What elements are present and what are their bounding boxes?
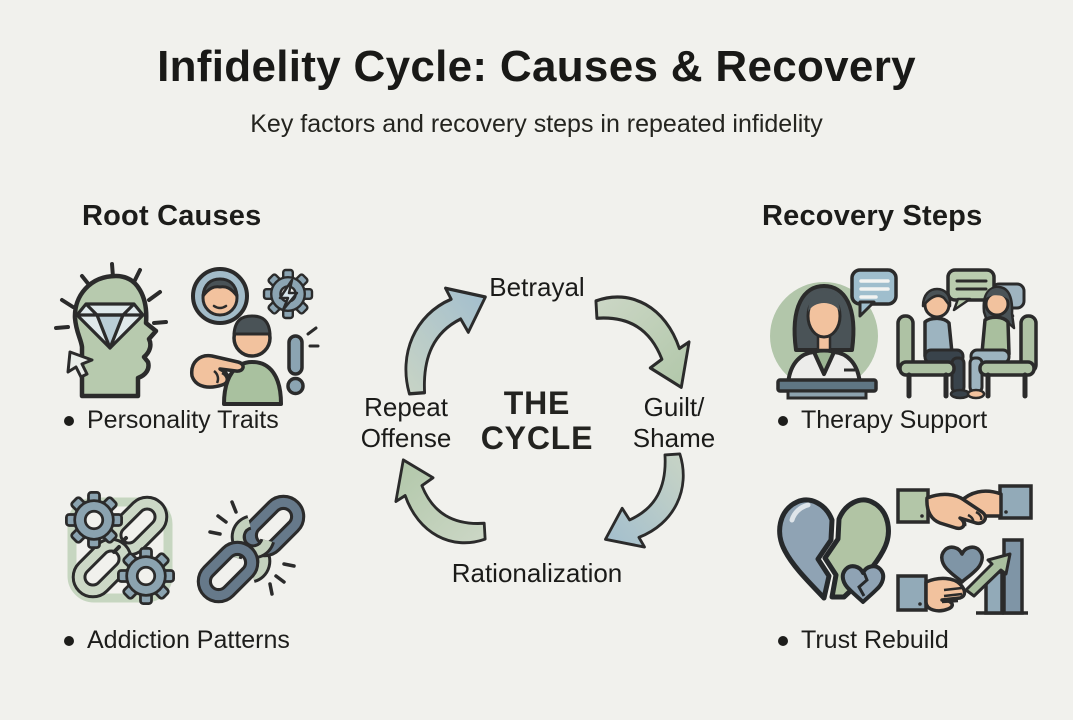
cycle-center-line: CYCLE [480, 420, 594, 457]
bullet-label: Therapy Support [801, 406, 988, 434]
therapist-icon [764, 256, 900, 400]
gears-chain-icon [50, 476, 186, 618]
cycle-arrow-rationalization-to-repeat [394, 458, 487, 545]
root-causes-item-1: Personality Traits [64, 406, 279, 435]
bullet-dot [64, 415, 74, 426]
bullet-dot [64, 635, 74, 646]
root-causes-heading: Root Causes [82, 200, 262, 232]
recovery-steps-item-1: Therapy Support [778, 406, 987, 435]
page-title: Infidelity Cycle: Causes & Recovery [157, 42, 916, 91]
handshake-trust-icon [896, 476, 1034, 620]
cycle-stage-line: Offense [360, 422, 452, 453]
person-gear-alert-icon [184, 256, 320, 406]
cycle-stage-line: Repeat [364, 392, 448, 422]
bullet-label: Addiction Patterns [87, 626, 290, 654]
bullet-dot [778, 415, 788, 426]
bullet-label: Personality Traits [87, 406, 279, 434]
bullet-dot [778, 635, 788, 646]
broken-heart-icon [766, 478, 900, 618]
cycle-arrow-betrayal-to-guilt [594, 295, 691, 389]
mind-diamond-icon [46, 252, 184, 402]
cycle-stage-line: Guilt/ [643, 392, 705, 422]
broken-chain-icon [186, 476, 318, 618]
cycle-stage-rationalization: Rationalization [451, 558, 623, 588]
root-causes-item-2: Addiction Patterns [64, 626, 290, 655]
bullet-label: Trust Rebuild [801, 626, 949, 654]
cycle-stage-line: Shame [632, 422, 716, 453]
cycle-stage-guilt-shame: Guilt/ Shame [633, 392, 715, 453]
cycle-center-line: THE [503, 385, 571, 421]
recovery-steps-item-2: Trust Rebuild [778, 626, 949, 655]
page-subtitle: Key factors and recovery steps in repeat… [250, 110, 823, 138]
cycle-stage-betrayal: Betrayal [489, 272, 585, 302]
cycle-arrow-repeat-to-betrayal [404, 286, 488, 396]
cycle-center-title: THE CYCLE [480, 385, 594, 457]
counseling-session-icon [892, 260, 1042, 400]
cycle-arrow-guilt-to-rationalization [603, 452, 685, 549]
recovery-steps-heading: Recovery Steps [762, 200, 983, 232]
cycle-stage-repeat-offense: Repeat Offense [361, 392, 452, 453]
